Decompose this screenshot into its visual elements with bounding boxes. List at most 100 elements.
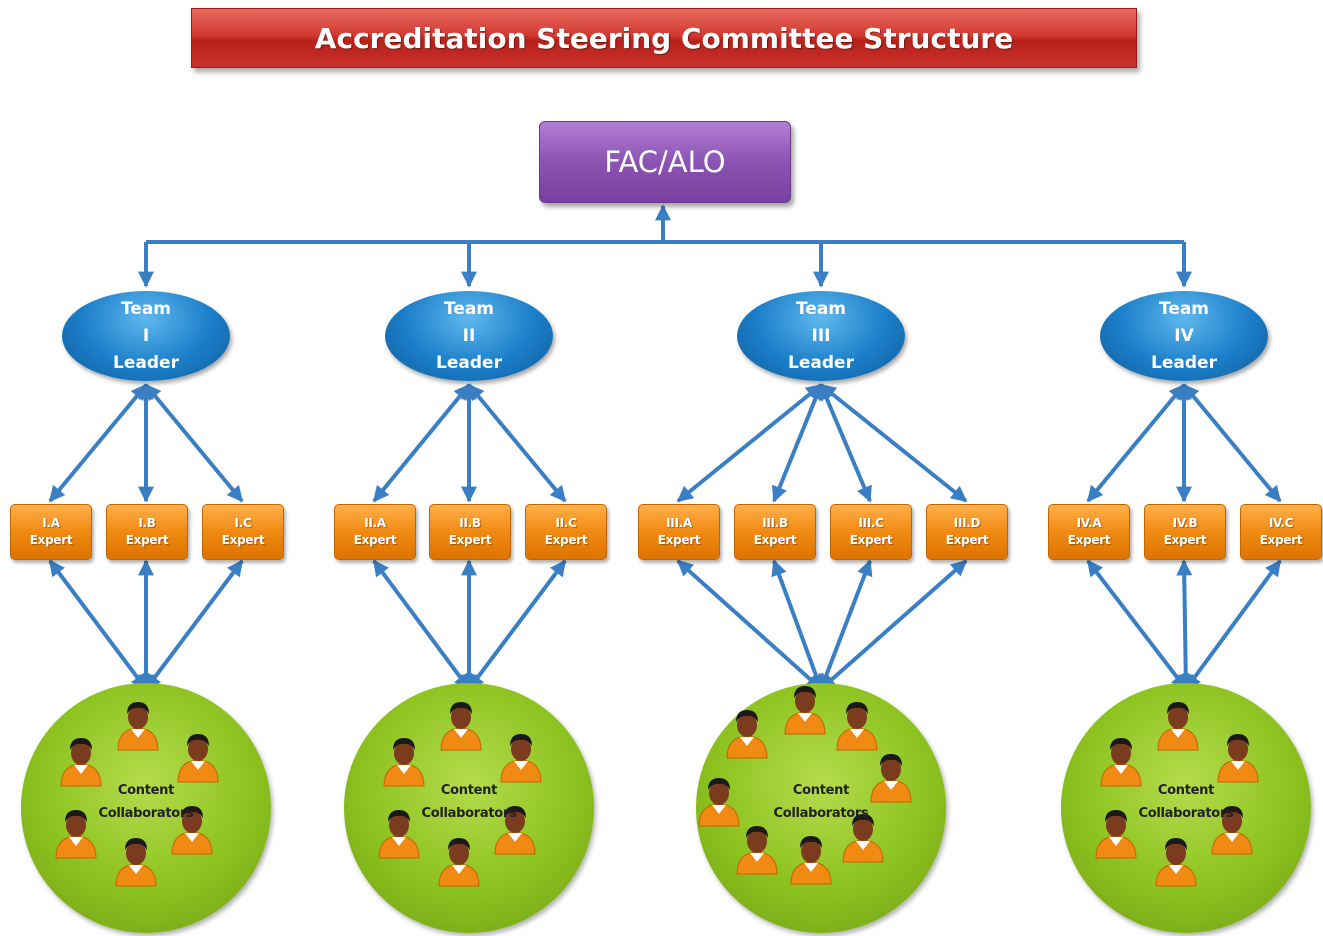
expert-label: Expert bbox=[448, 533, 492, 547]
collaborators-label-line: Content bbox=[792, 783, 850, 798]
person-icon bbox=[788, 830, 834, 886]
expert-label: Expert bbox=[544, 533, 588, 547]
expert-label: III.B bbox=[762, 516, 788, 530]
person-icon bbox=[840, 808, 886, 864]
person-icon bbox=[175, 728, 221, 784]
expert-label: IV.B bbox=[1172, 516, 1198, 530]
connector-line bbox=[144, 559, 244, 691]
connector-line bbox=[144, 383, 244, 503]
team-leader-label: Team bbox=[1158, 298, 1210, 319]
connector-line bbox=[467, 383, 567, 503]
person-icon bbox=[696, 772, 742, 828]
person-icon bbox=[1209, 800, 1255, 856]
collaborators-label-line: Content bbox=[440, 783, 498, 798]
expert-label: Expert bbox=[125, 533, 169, 547]
connector-line bbox=[771, 559, 824, 691]
person-icon bbox=[53, 804, 99, 860]
expert-label: IV.A bbox=[1076, 516, 1102, 530]
connector-line bbox=[819, 559, 968, 691]
person-icon bbox=[1153, 832, 1199, 888]
expert-label: Expert bbox=[945, 533, 989, 547]
expert-label: II.B bbox=[459, 516, 481, 530]
person-icon bbox=[169, 800, 215, 856]
connector-line bbox=[372, 559, 471, 691]
collaborators-label-line: Content bbox=[117, 783, 175, 798]
expert-node: II.B Expert bbox=[429, 504, 511, 560]
collaborators-label-line: Content bbox=[1157, 783, 1215, 798]
expert-node: I.C Expert bbox=[202, 504, 284, 560]
team-leader-label: Leader bbox=[788, 352, 854, 373]
expert-node: I.B Expert bbox=[106, 504, 188, 560]
person-icon bbox=[868, 748, 914, 804]
connector-line bbox=[467, 559, 567, 691]
person-icon bbox=[436, 832, 482, 888]
person-icon bbox=[438, 696, 484, 752]
expert-label: III.A bbox=[666, 516, 692, 530]
expert-node: IV.C Expert bbox=[1240, 504, 1322, 560]
expert-node: II.C Expert bbox=[525, 504, 607, 560]
expert-label: Expert bbox=[221, 533, 265, 547]
person-icon bbox=[492, 800, 538, 856]
person-icon bbox=[58, 732, 104, 788]
team-leader-label: II bbox=[462, 325, 476, 346]
connector-line bbox=[48, 559, 148, 691]
person-icon bbox=[1155, 696, 1201, 752]
expert-label: Expert bbox=[1067, 533, 1111, 547]
expert-node: III.A Expert bbox=[638, 504, 720, 560]
expert-label: III.C bbox=[858, 516, 884, 530]
team-leader-label: III bbox=[811, 325, 831, 346]
person-icon bbox=[381, 732, 427, 788]
collaborators-label-line: Collaborators bbox=[98, 806, 194, 821]
connector-line bbox=[819, 383, 968, 503]
expert-label: Expert bbox=[1259, 533, 1303, 547]
connector-line bbox=[1184, 559, 1282, 691]
expert-label: Expert bbox=[753, 533, 797, 547]
collaborators-label-line: Collaborators bbox=[1138, 806, 1234, 821]
person-icon bbox=[1215, 728, 1261, 784]
expert-label: I.B bbox=[138, 516, 156, 530]
connector-line bbox=[372, 383, 471, 503]
person-icon bbox=[782, 680, 828, 736]
expert-label: Expert bbox=[29, 533, 73, 547]
expert-label: II.A bbox=[364, 516, 386, 530]
expert-node: IV.B Expert bbox=[1144, 504, 1226, 560]
person-icon bbox=[115, 696, 161, 752]
expert-label: IV.C bbox=[1268, 516, 1294, 530]
team-leader-label: Leader bbox=[1151, 352, 1217, 373]
connector-line bbox=[48, 383, 148, 503]
connector-line bbox=[1182, 383, 1282, 503]
root-node-label: FAC/ALO bbox=[604, 145, 726, 179]
person-icon bbox=[1098, 732, 1144, 788]
expert-label: Expert bbox=[353, 533, 397, 547]
person-icon bbox=[734, 820, 780, 876]
team-leader-label: I bbox=[142, 325, 150, 346]
diagram-title: Accreditation Steering Committee Structu… bbox=[314, 21, 1014, 55]
expert-label: Expert bbox=[1163, 533, 1207, 547]
team-leader-label: IV bbox=[1174, 325, 1194, 346]
expert-label: Expert bbox=[657, 533, 701, 547]
collaborators-label-line: Collaborators bbox=[773, 806, 869, 821]
connector-line bbox=[1086, 559, 1188, 691]
person-icon bbox=[724, 704, 770, 760]
expert-label: II.C bbox=[555, 516, 577, 530]
expert-node: III.C Expert bbox=[830, 504, 912, 560]
person-icon bbox=[834, 696, 880, 752]
expert-label: Expert bbox=[849, 533, 893, 547]
expert-label: I.C bbox=[234, 516, 252, 530]
team-leader-label: Team bbox=[795, 298, 847, 319]
collaborators-label-line: Collaborators bbox=[421, 806, 517, 821]
